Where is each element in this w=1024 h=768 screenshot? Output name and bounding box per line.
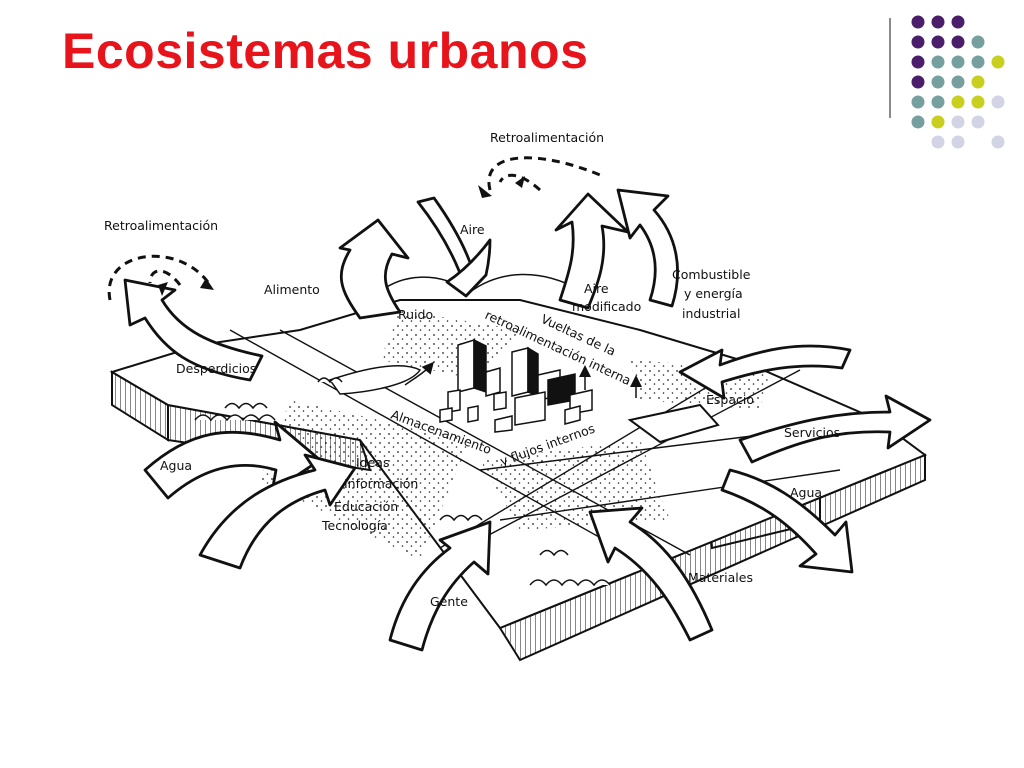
label-informacion: Información — [344, 476, 418, 491]
arrow-materiales — [588, 506, 714, 642]
decor-dot — [991, 135, 1005, 149]
internal-arrows — [404, 361, 642, 398]
label-educacion: Educación — [334, 499, 398, 514]
decor-dot — [971, 115, 985, 129]
label-tecnologia: Tecnología — [321, 518, 388, 533]
arrow-combustible — [616, 188, 679, 308]
decor-dot — [931, 135, 945, 149]
label-combustible-3: industrial — [682, 306, 740, 321]
decor-dot — [911, 35, 925, 49]
arrow-combustible-2 — [678, 344, 852, 400]
label-agua-left: Agua — [160, 458, 192, 473]
lake — [328, 365, 422, 395]
decor-dot — [911, 15, 925, 29]
label-aire-modificado-2: modificado — [572, 299, 641, 314]
decor-dot — [911, 55, 925, 69]
label-combustible-1: Combustible — [672, 267, 751, 282]
label-ruido: Ruido — [398, 307, 433, 322]
decor-dot — [951, 55, 965, 69]
label-espacio: Espacio — [706, 392, 754, 407]
decor-dot — [931, 55, 945, 69]
decor-dot — [931, 35, 945, 49]
decor-dot — [911, 75, 925, 89]
decor-dot — [971, 75, 985, 89]
arrow-servicios — [738, 394, 932, 464]
label-agua-right: Agua — [790, 485, 822, 500]
arrow-agua-right — [720, 468, 854, 574]
label-retro-left: Retroalimentación — [104, 218, 218, 233]
feedback-arrows — [107, 156, 601, 301]
decor-dot — [951, 35, 965, 49]
feedback-arrowheads — [158, 176, 525, 296]
label-aire: Aire — [460, 222, 485, 237]
label-retro-top: Retroalimentación — [490, 130, 604, 145]
label-servicios: Servicios — [784, 425, 840, 440]
arrow-gente — [388, 520, 492, 652]
decor-dot — [951, 75, 965, 89]
decor-dot — [911, 115, 925, 129]
espacio-area — [627, 403, 720, 444]
decor-dot — [931, 115, 945, 129]
decor-dot — [951, 15, 965, 29]
decor-dot — [971, 95, 985, 109]
decor-dot — [911, 95, 925, 109]
label-combustible-2: y energía — [684, 286, 743, 301]
city-buildings — [439, 338, 593, 433]
decorative-dot-grid — [911, 15, 1005, 149]
decor-dot — [991, 55, 1005, 69]
decor-vertical-line — [889, 18, 891, 118]
arrow-ideas — [198, 453, 357, 570]
decor-dot — [991, 95, 1005, 109]
slide-title: Ecosistemas urbanos — [62, 23, 589, 79]
label-desperdicios: Desperdicios — [176, 361, 256, 376]
decor-dot — [971, 55, 985, 69]
decor-dot — [951, 135, 965, 149]
label-ideas: Ideas — [356, 455, 389, 470]
label-alimento: Alimento — [264, 282, 320, 297]
decor-dot — [951, 115, 965, 129]
arrow-desperdicios — [123, 278, 264, 382]
stippled-areas — [260, 310, 770, 560]
label-gente: Gente — [430, 594, 468, 609]
decor-dot — [971, 35, 985, 49]
flow-arrows — [123, 188, 932, 652]
arrow-alimento — [338, 218, 410, 320]
decor-dot — [931, 95, 945, 109]
decor-dot — [931, 75, 945, 89]
label-aire-modificado-1: Aire — [584, 281, 609, 296]
decor-dot — [951, 95, 965, 109]
decor-dot — [931, 15, 945, 29]
tree-clusters — [194, 377, 611, 587]
label-materiales: Materiales — [688, 570, 753, 585]
